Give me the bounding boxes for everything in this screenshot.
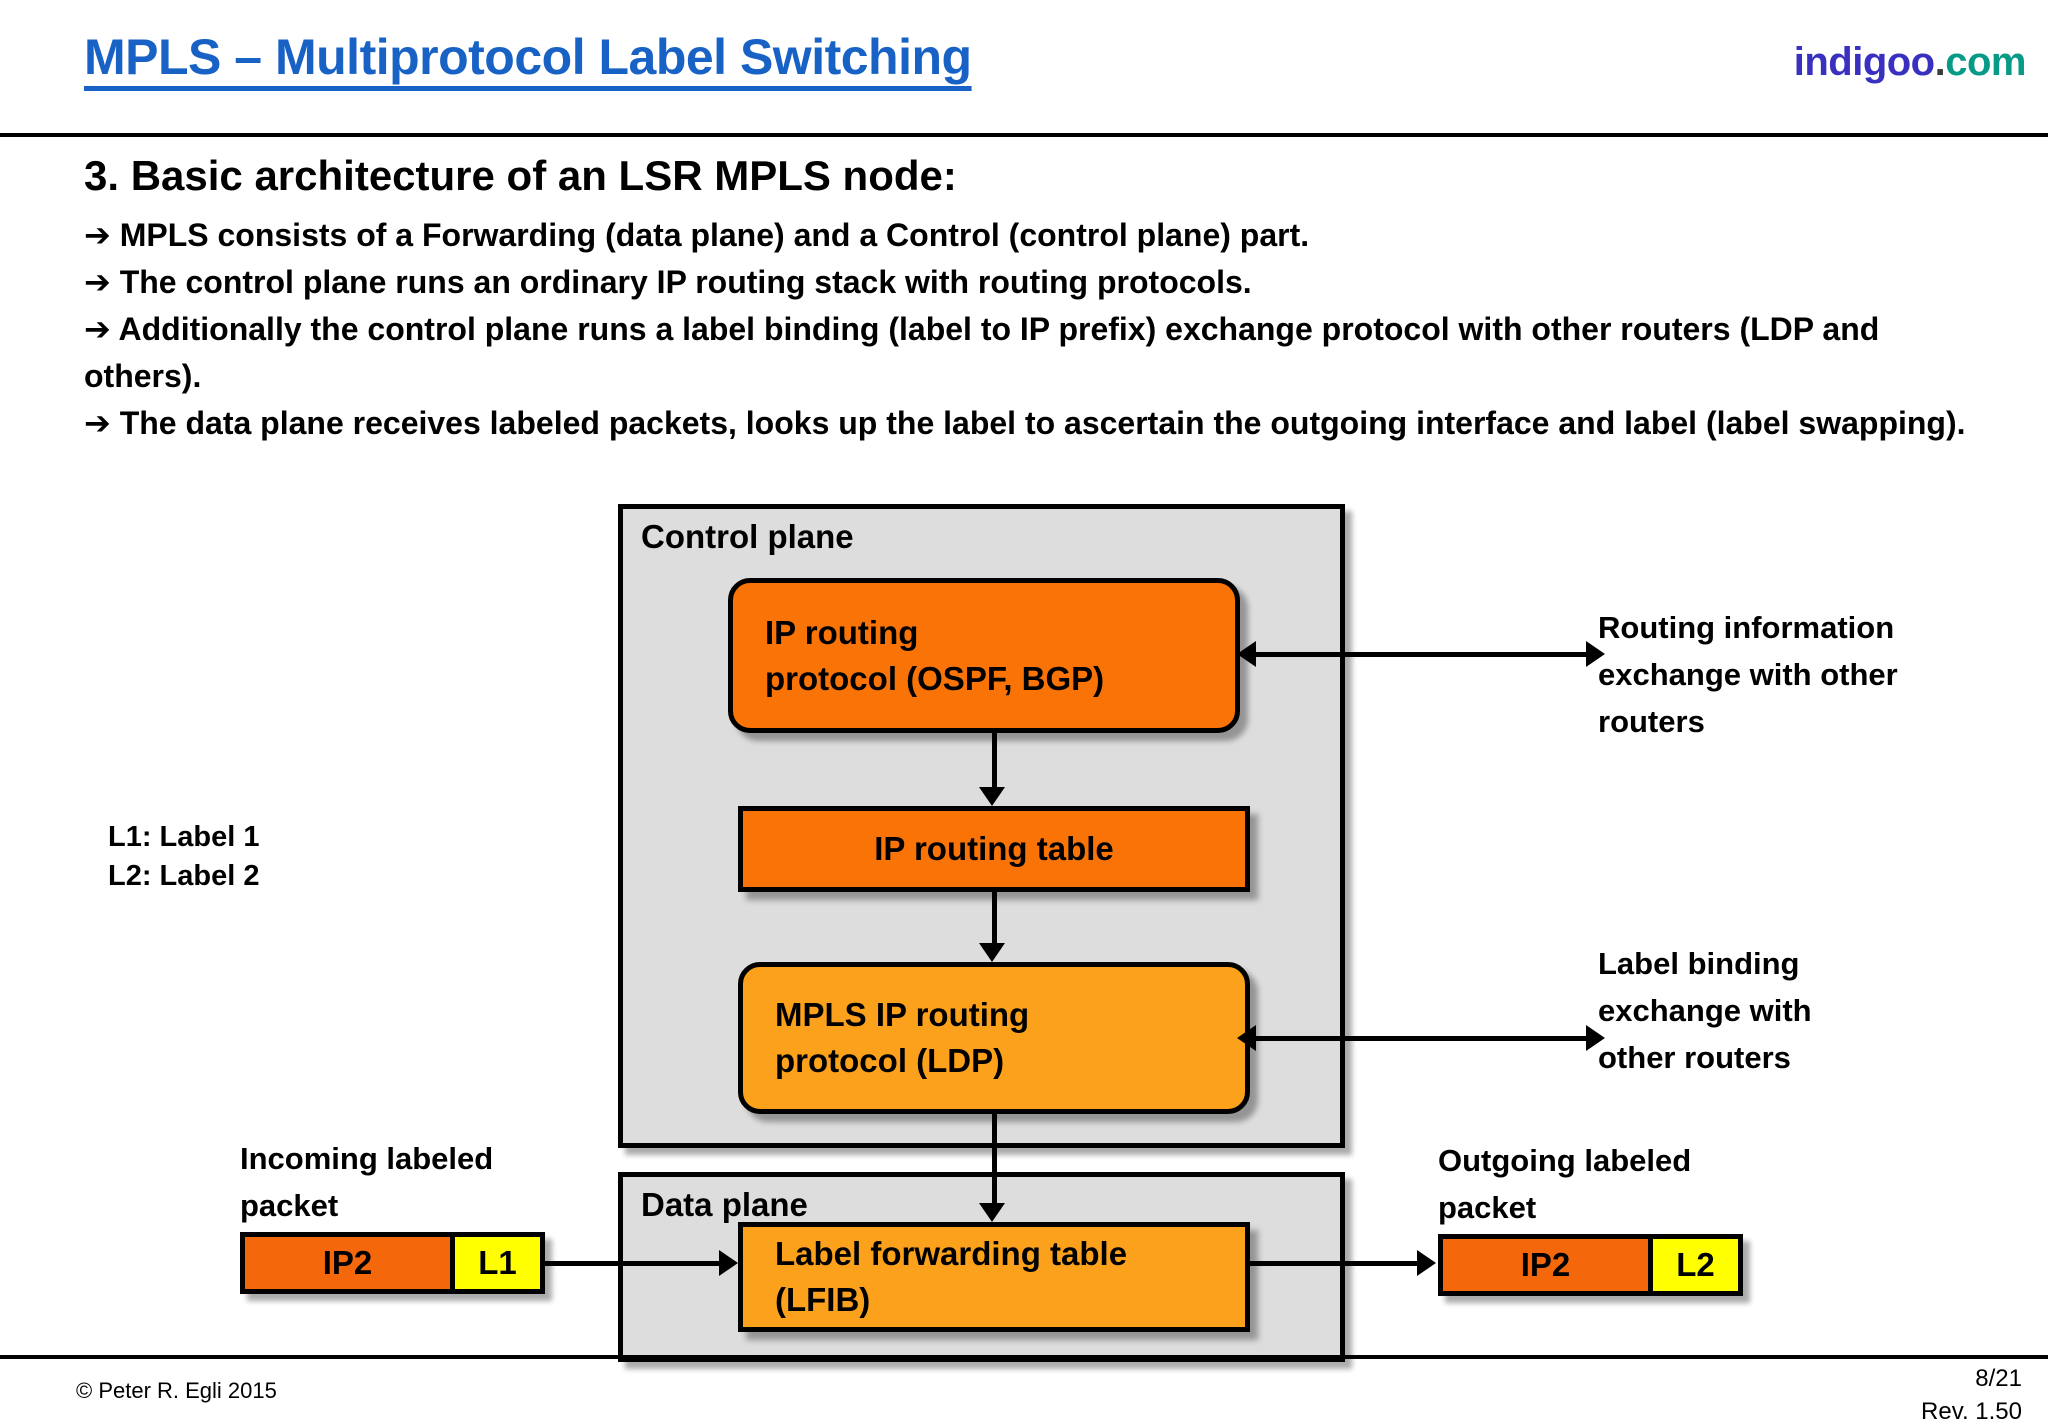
legend-line-l2: L2: Label 2 <box>108 860 260 892</box>
connector-routing-exchange <box>1256 652 1586 657</box>
packet-label-field: L2 <box>1653 1239 1738 1291</box>
bullet-text: The data plane receives labeled packets,… <box>119 405 1966 441</box>
page-title: MPLS – Multiprotocol Label Switching <box>84 29 972 85</box>
legend-line-l1: L1: Label 1 <box>108 821 260 853</box>
incoming-packet-caption: Incoming labeled packet <box>240 1135 580 1229</box>
data-plane-label: Data plane <box>641 1186 808 1223</box>
arrowhead-left-icon <box>1237 641 1256 667</box>
arrowhead-right-icon <box>1417 1250 1436 1276</box>
footer-copyright: © Peter R. Egli 2015 <box>76 1378 277 1403</box>
packet-ip-field: IP2 <box>245 1237 455 1289</box>
box-line-2: (LFIB) <box>775 1281 871 1318</box>
logo-dot: . <box>1934 40 1946 84</box>
section-heading: 3. Basic architecture of an LSR MPLS nod… <box>84 152 957 199</box>
bullet-text: Additionally the control plane runs a la… <box>84 311 1880 394</box>
box-ip-routing-table[interactable]: IP routing table <box>738 806 1250 892</box>
outgoing-packet-caption: Outgoing labeled packet <box>1438 1137 1778 1231</box>
bullet-arrow-icon: ➔ <box>84 216 111 254</box>
bullet-item: ➔ The control plane runs an ordinary IP … <box>84 259 1984 306</box>
arrowhead-right-icon <box>1586 1025 1605 1051</box>
box-line-1: Label forwarding table <box>775 1235 1128 1272</box>
incoming-labeled-packet[interactable]: IP2 L1 <box>240 1232 545 1294</box>
arrowhead-left-icon <box>1237 1025 1256 1051</box>
bullet-list: ➔ MPLS consists of a Forwarding (data pl… <box>84 212 1984 447</box>
bullet-text: MPLS consists of a Forwarding (data plan… <box>119 217 1310 253</box>
box-line-2: protocol (OSPF, BGP) <box>765 659 1105 697</box>
outgoing-labeled-packet[interactable]: IP2 L2 <box>1438 1234 1743 1296</box>
arrowhead-right-icon <box>719 1250 738 1276</box>
annotation-line-3: routers <box>1598 704 1705 739</box>
annotation-routing-information-exchange: Routing information exchange with other … <box>1598 604 2018 745</box>
box-line-1: MPLS IP routing <box>775 996 1030 1033</box>
bullet-arrow-icon: ➔ <box>84 404 111 442</box>
bullet-item: ➔ The data plane receives labeled packet… <box>84 400 1984 447</box>
revision-number: Rev. 1.50 <box>1921 1398 2022 1425</box>
bullet-text: The control plane runs an ordinary IP ro… <box>119 264 1252 300</box>
annotation-line-2: exchange with other <box>1598 657 1898 692</box>
arrowhead-right-icon <box>1586 641 1605 667</box>
arrowhead-down-icon <box>979 1203 1005 1222</box>
bullet-arrow-icon: ➔ <box>84 310 111 348</box>
connector-protocol-to-table <box>992 733 997 788</box>
arrowhead-down-icon <box>979 787 1005 806</box>
connector-label-binding-exchange <box>1256 1036 1586 1041</box>
annotation-line-3: other routers <box>1598 1040 1791 1075</box>
caption-line-1: Outgoing labeled <box>1438 1143 1692 1178</box>
logo-suffix-text: com <box>1945 40 2026 84</box>
caption-line-1: Incoming labeled <box>240 1141 494 1176</box>
box-line-1: IP routing <box>765 613 919 651</box>
caption-line-2: packet <box>240 1188 339 1223</box>
packet-ip-field: IP2 <box>1443 1239 1653 1291</box>
page-number: 8/21 <box>1975 1365 2022 1392</box>
annotation-line-1: Label binding <box>1598 946 1800 981</box>
logo-primary-text: indigoo <box>1793 40 1935 84</box>
connector-incoming-packet-to-lfib <box>545 1261 720 1266</box>
bullet-item: ➔ Additionally the control plane runs a … <box>84 306 1984 400</box>
annotation-line-1: Routing information <box>1598 610 1895 645</box>
control-plane-label: Control plane <box>641 518 854 555</box>
box-ip-routing-protocol[interactable]: IP routing protocol (OSPF, BGP) <box>728 578 1240 733</box>
footer-divider <box>0 1355 2048 1359</box>
footer-page-info: 8/21 Rev. 1.50 <box>1921 1362 2022 1428</box>
box-mpls-ip-routing-protocol-ldp[interactable]: MPLS IP routing protocol (LDP) <box>738 962 1250 1114</box>
caption-line-2: packet <box>1438 1190 1537 1225</box>
connector-ldp-to-lfib <box>992 1114 997 1204</box>
box-label-forwarding-table-lfib[interactable]: Label forwarding table (LFIB) <box>738 1222 1250 1332</box>
site-logo: indigoo.com <box>1793 40 2027 85</box>
box-line-2: protocol (LDP) <box>775 1042 1005 1079</box>
annotation-label-binding-exchange: Label binding exchange with other router… <box>1598 940 2018 1081</box>
header-divider <box>0 133 2048 137</box>
bullet-arrow-icon: ➔ <box>84 263 111 301</box>
bullet-item: ➔ MPLS consists of a Forwarding (data pl… <box>84 212 1984 259</box>
connector-table-to-ldp <box>992 892 997 944</box>
label-legend: L1: Label 1 L2: Label 2 <box>108 818 260 896</box>
box-line-1: IP routing table <box>874 830 1114 867</box>
annotation-line-2: exchange with <box>1598 993 1812 1028</box>
packet-label-field: L1 <box>455 1237 540 1289</box>
arrowhead-down-icon <box>979 943 1005 962</box>
connector-lfib-to-outgoing-packet <box>1250 1261 1418 1266</box>
